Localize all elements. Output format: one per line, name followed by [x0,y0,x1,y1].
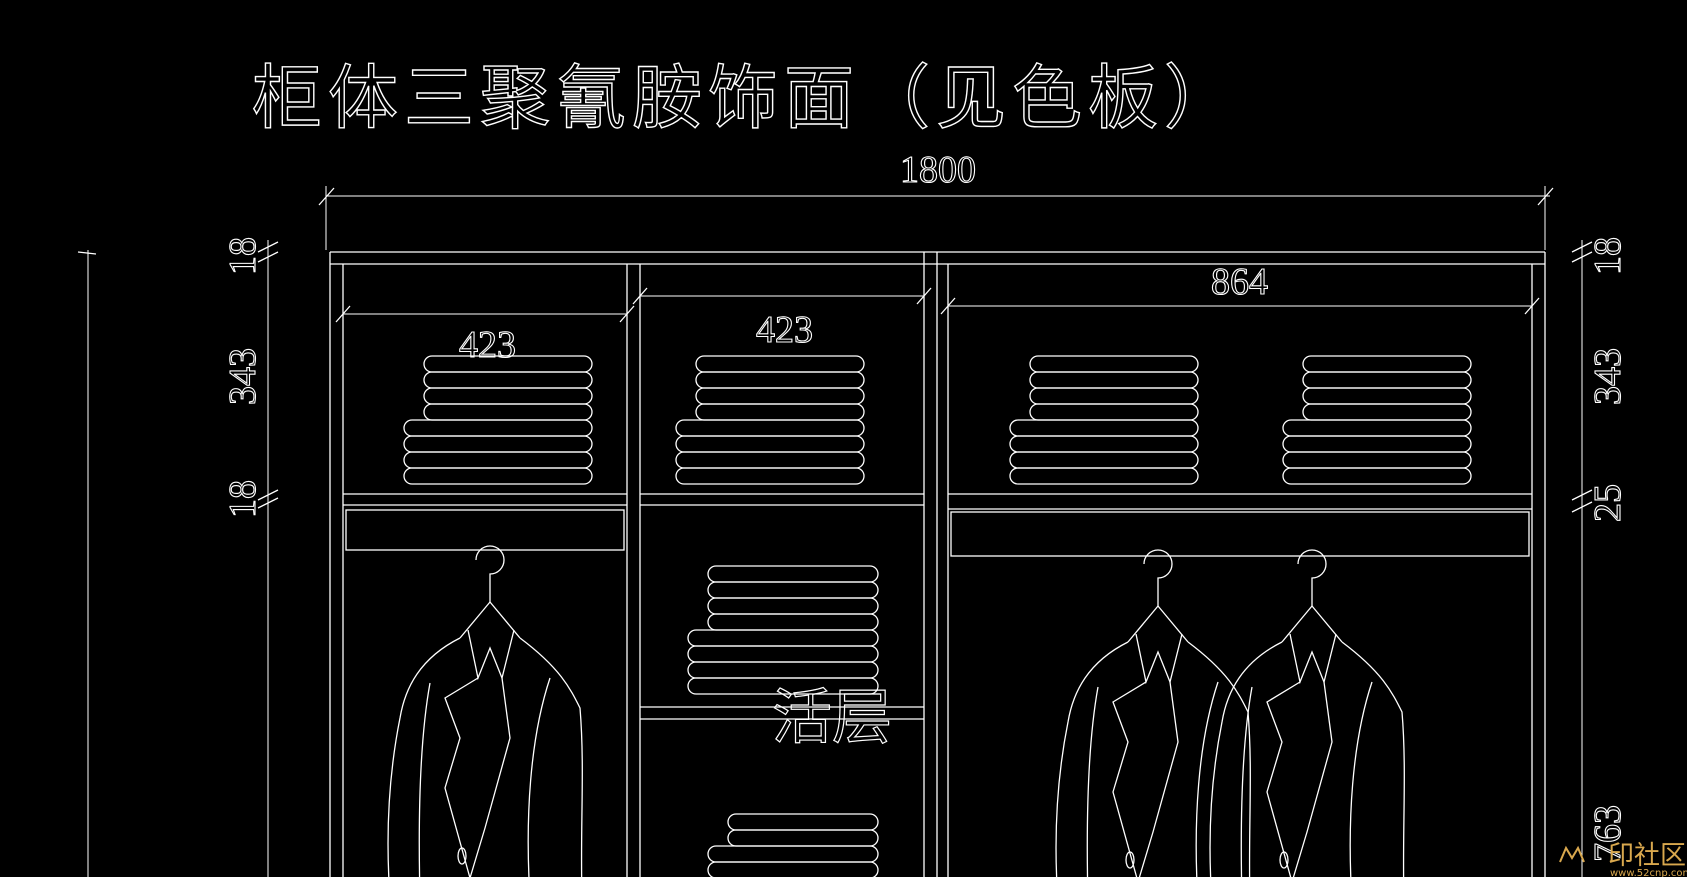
folded-garment [687,629,879,647]
folded-garment [707,861,879,877]
clothes-stack-right-1 [1009,355,1199,485]
drawing-title: 柜体三聚氰胺饰面（见色板） [252,57,1240,139]
folded-garment [403,467,593,485]
folded-garment [707,581,879,599]
folded-garment [1029,371,1199,389]
dim-shelf-space-left: 343 [222,348,264,405]
folded-garment [423,403,593,421]
watermark-logo-icon [1559,845,1585,863]
overall-width-dimension: 1800 [318,148,1554,250]
folded-garment [695,355,865,373]
dim-overall-width: 1800 [900,149,976,191]
dim-shelf-right: 25 [1587,484,1629,522]
dim-shelf-left: 18 [222,480,264,518]
watermark: 印社区 www.52cnp.com [1559,841,1687,877]
folded-garment [675,419,865,437]
folded-garment [707,597,879,615]
folded-garment [1282,467,1472,485]
clothes-stack-right-2 [1282,355,1472,485]
jacket-right-1 [1055,549,1251,877]
folded-garment [1009,435,1199,453]
dim-top-board-right: 18 [1587,237,1629,275]
movable-shelf-label: 活层 [772,683,892,753]
folded-garment [1302,403,1472,421]
dim-left-bay: 423 [459,324,516,366]
jacket-right-2 [1209,549,1405,877]
bay-dimensions: 423 423 864 [335,260,1540,367]
folded-garment [403,419,593,437]
folded-garment [1302,387,1472,405]
jacket-left [387,545,583,877]
watermark-text: 印社区 [1608,841,1686,871]
folded-garment [1302,371,1472,389]
dim-mid-bay: 423 [756,309,813,351]
folded-garment [1029,403,1199,421]
folded-garment [727,829,879,847]
left-height-dimension [77,240,269,877]
right-side-dimensions: 18 343 25 763 [1571,236,1630,877]
folded-garment [687,661,879,679]
folded-garment [707,845,879,863]
folded-clothes [403,355,1472,877]
folded-garment [675,467,865,485]
folded-garment [687,645,879,663]
clothes-stack-mid-bottom [707,813,879,877]
dim-lower-right: 763 [1587,805,1629,862]
folded-garment [1282,451,1472,469]
folded-garment [1282,419,1472,437]
watermark-url: www.52cnp.com [1610,868,1687,877]
folded-garment [423,387,593,405]
hanging-jackets [387,545,1405,877]
folded-garment [707,565,879,583]
folded-garment [687,677,879,695]
folded-garment [1009,419,1199,437]
folded-garment [695,403,865,421]
dim-top-board-left: 18 [222,237,264,275]
folded-garment [675,451,865,469]
folded-garment [695,387,865,405]
clothes-stack-mid-lower [687,565,879,695]
clothes-stack-mid-upper [675,355,865,485]
hanging-rails [345,509,1530,557]
folded-garment [1009,467,1199,485]
folded-garment [1029,355,1199,373]
cabinet-frame [329,251,1546,877]
folded-garment [675,435,865,453]
folded-garment [403,451,593,469]
clothes-stack-left [403,355,593,485]
dim-right-bay: 864 [1211,261,1268,303]
folded-garment [727,813,879,831]
folded-garment [403,435,593,453]
folded-garment [1282,435,1472,453]
folded-garment [1009,451,1199,469]
folded-garment [423,371,593,389]
folded-garment [1029,387,1199,405]
folded-garment [707,613,879,631]
dim-shelf-space-right: 343 [1587,348,1629,405]
left-side-dimensions: 18 343 18 [221,236,279,519]
folded-garment [695,371,865,389]
folded-garment [1302,355,1472,373]
